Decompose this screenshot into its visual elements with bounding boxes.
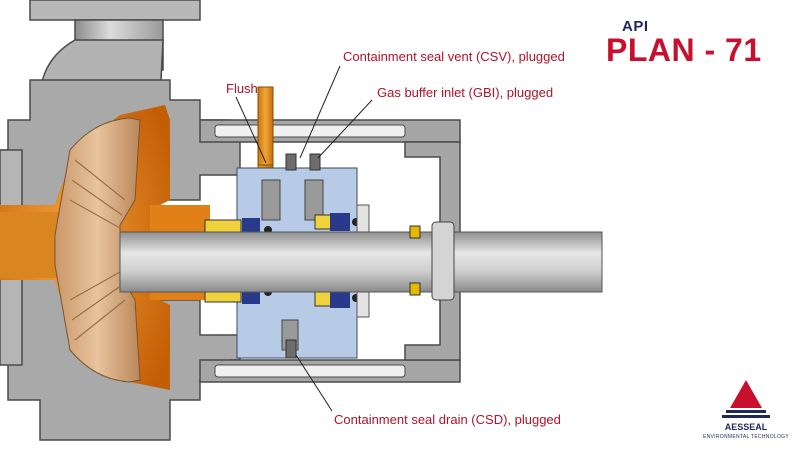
gbi-label: Gas buffer inlet (GBI), plugged (377, 85, 553, 100)
csv-label: Containment seal vent (CSV), plugged (343, 49, 565, 64)
logo-mark-icon (722, 380, 770, 418)
leader-lines (235, 65, 373, 412)
aesseal-logo: AESSEAL ENVIRONMENTAL TECHNOLOGY (700, 378, 792, 442)
logo-tagline: ENVIRONMENTAL TECHNOLOGY (702, 434, 789, 440)
title-prefix: API (622, 18, 649, 35)
logo-name: AESSEAL (724, 422, 768, 432)
shaft (119, 221, 603, 301)
csd-label: Containment seal drain (CSD), plugged (334, 412, 561, 427)
flush-label: Flush (226, 81, 258, 96)
page-title: PLAN - 71 (606, 32, 762, 68)
